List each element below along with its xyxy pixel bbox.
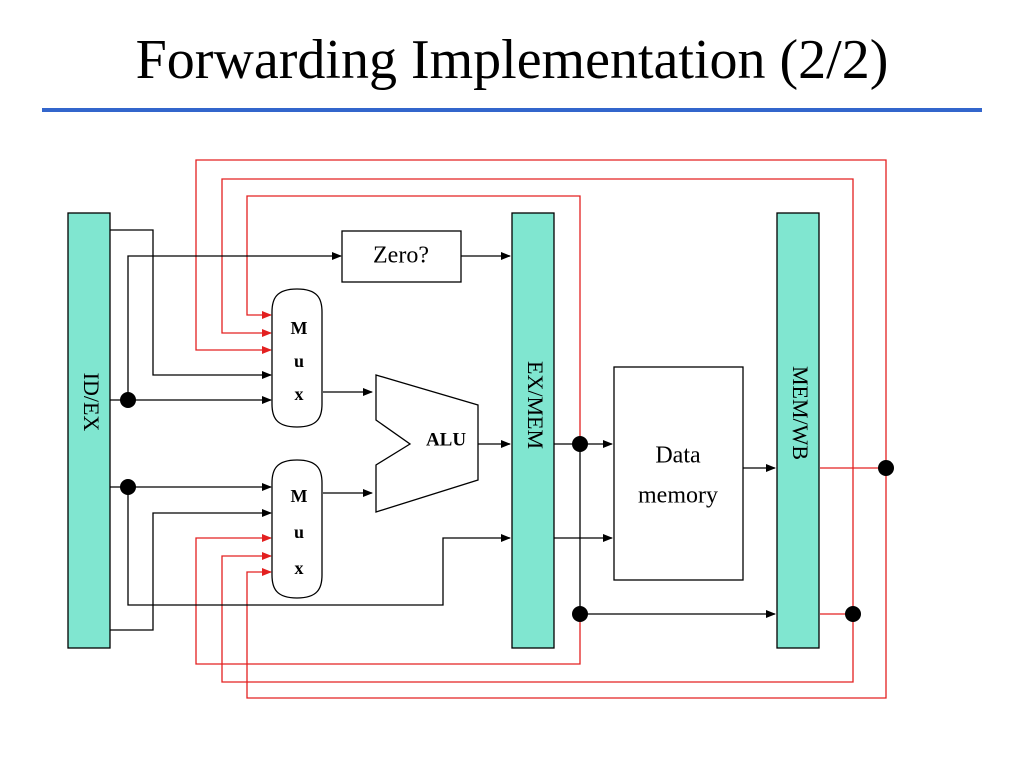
alu-label: ALU — [426, 429, 466, 450]
wire-store-data — [127, 487, 511, 606]
forward-path-mem-bottom — [221, 552, 854, 683]
junction-dot — [572, 606, 588, 622]
ex-mem-register — [511, 212, 555, 649]
datapath-wires — [110, 229, 776, 631]
mux-top-letter-u: u — [294, 351, 304, 371]
forward-path-memwb-bottom — [246, 468, 887, 699]
data-memory-box — [613, 366, 744, 581]
zero-check-box — [341, 230, 462, 283]
mux-top — [271, 288, 323, 428]
junction-dots — [120, 392, 894, 622]
slide-title: Forwarding Implementation (2/2) — [135, 29, 889, 91]
junction-dot — [120, 479, 136, 495]
ex-mem-label: EX/MEM — [523, 361, 548, 449]
mem-wb-register — [776, 212, 820, 649]
data-memory-label-line2: memory — [638, 483, 718, 509]
forward-path-memwb-top — [195, 159, 887, 469]
mux-bottom-letter-x: x — [295, 558, 304, 578]
wire-idex-to-mux1-a — [110, 229, 272, 379]
junction-dot — [878, 460, 894, 476]
wire-idex-to-mux2-b — [110, 509, 272, 631]
junction-dot — [120, 392, 136, 408]
mux-bottom — [271, 459, 323, 599]
junction-dot — [572, 436, 588, 452]
mem-wb-label: MEM/WB — [788, 366, 813, 460]
mux-top-letter-x: x — [295, 384, 304, 404]
mux-bottom-letter-u: u — [294, 522, 304, 542]
forward-path-exmem-bottom — [195, 534, 581, 665]
wire-to-zero — [127, 252, 342, 400]
id-ex-label: ID/EX — [79, 373, 104, 432]
mux-top-letter-m: M — [291, 318, 308, 338]
data-memory-label-line1: Data — [655, 443, 701, 469]
zero-check-label: Zero? — [373, 243, 429, 269]
forward-path-exmem-top — [246, 195, 581, 444]
junction-dot — [845, 606, 861, 622]
title-underline — [42, 108, 982, 112]
alu-shape — [375, 374, 479, 513]
mux-bottom-letter-m: M — [291, 486, 308, 506]
id-ex-register — [67, 212, 111, 649]
